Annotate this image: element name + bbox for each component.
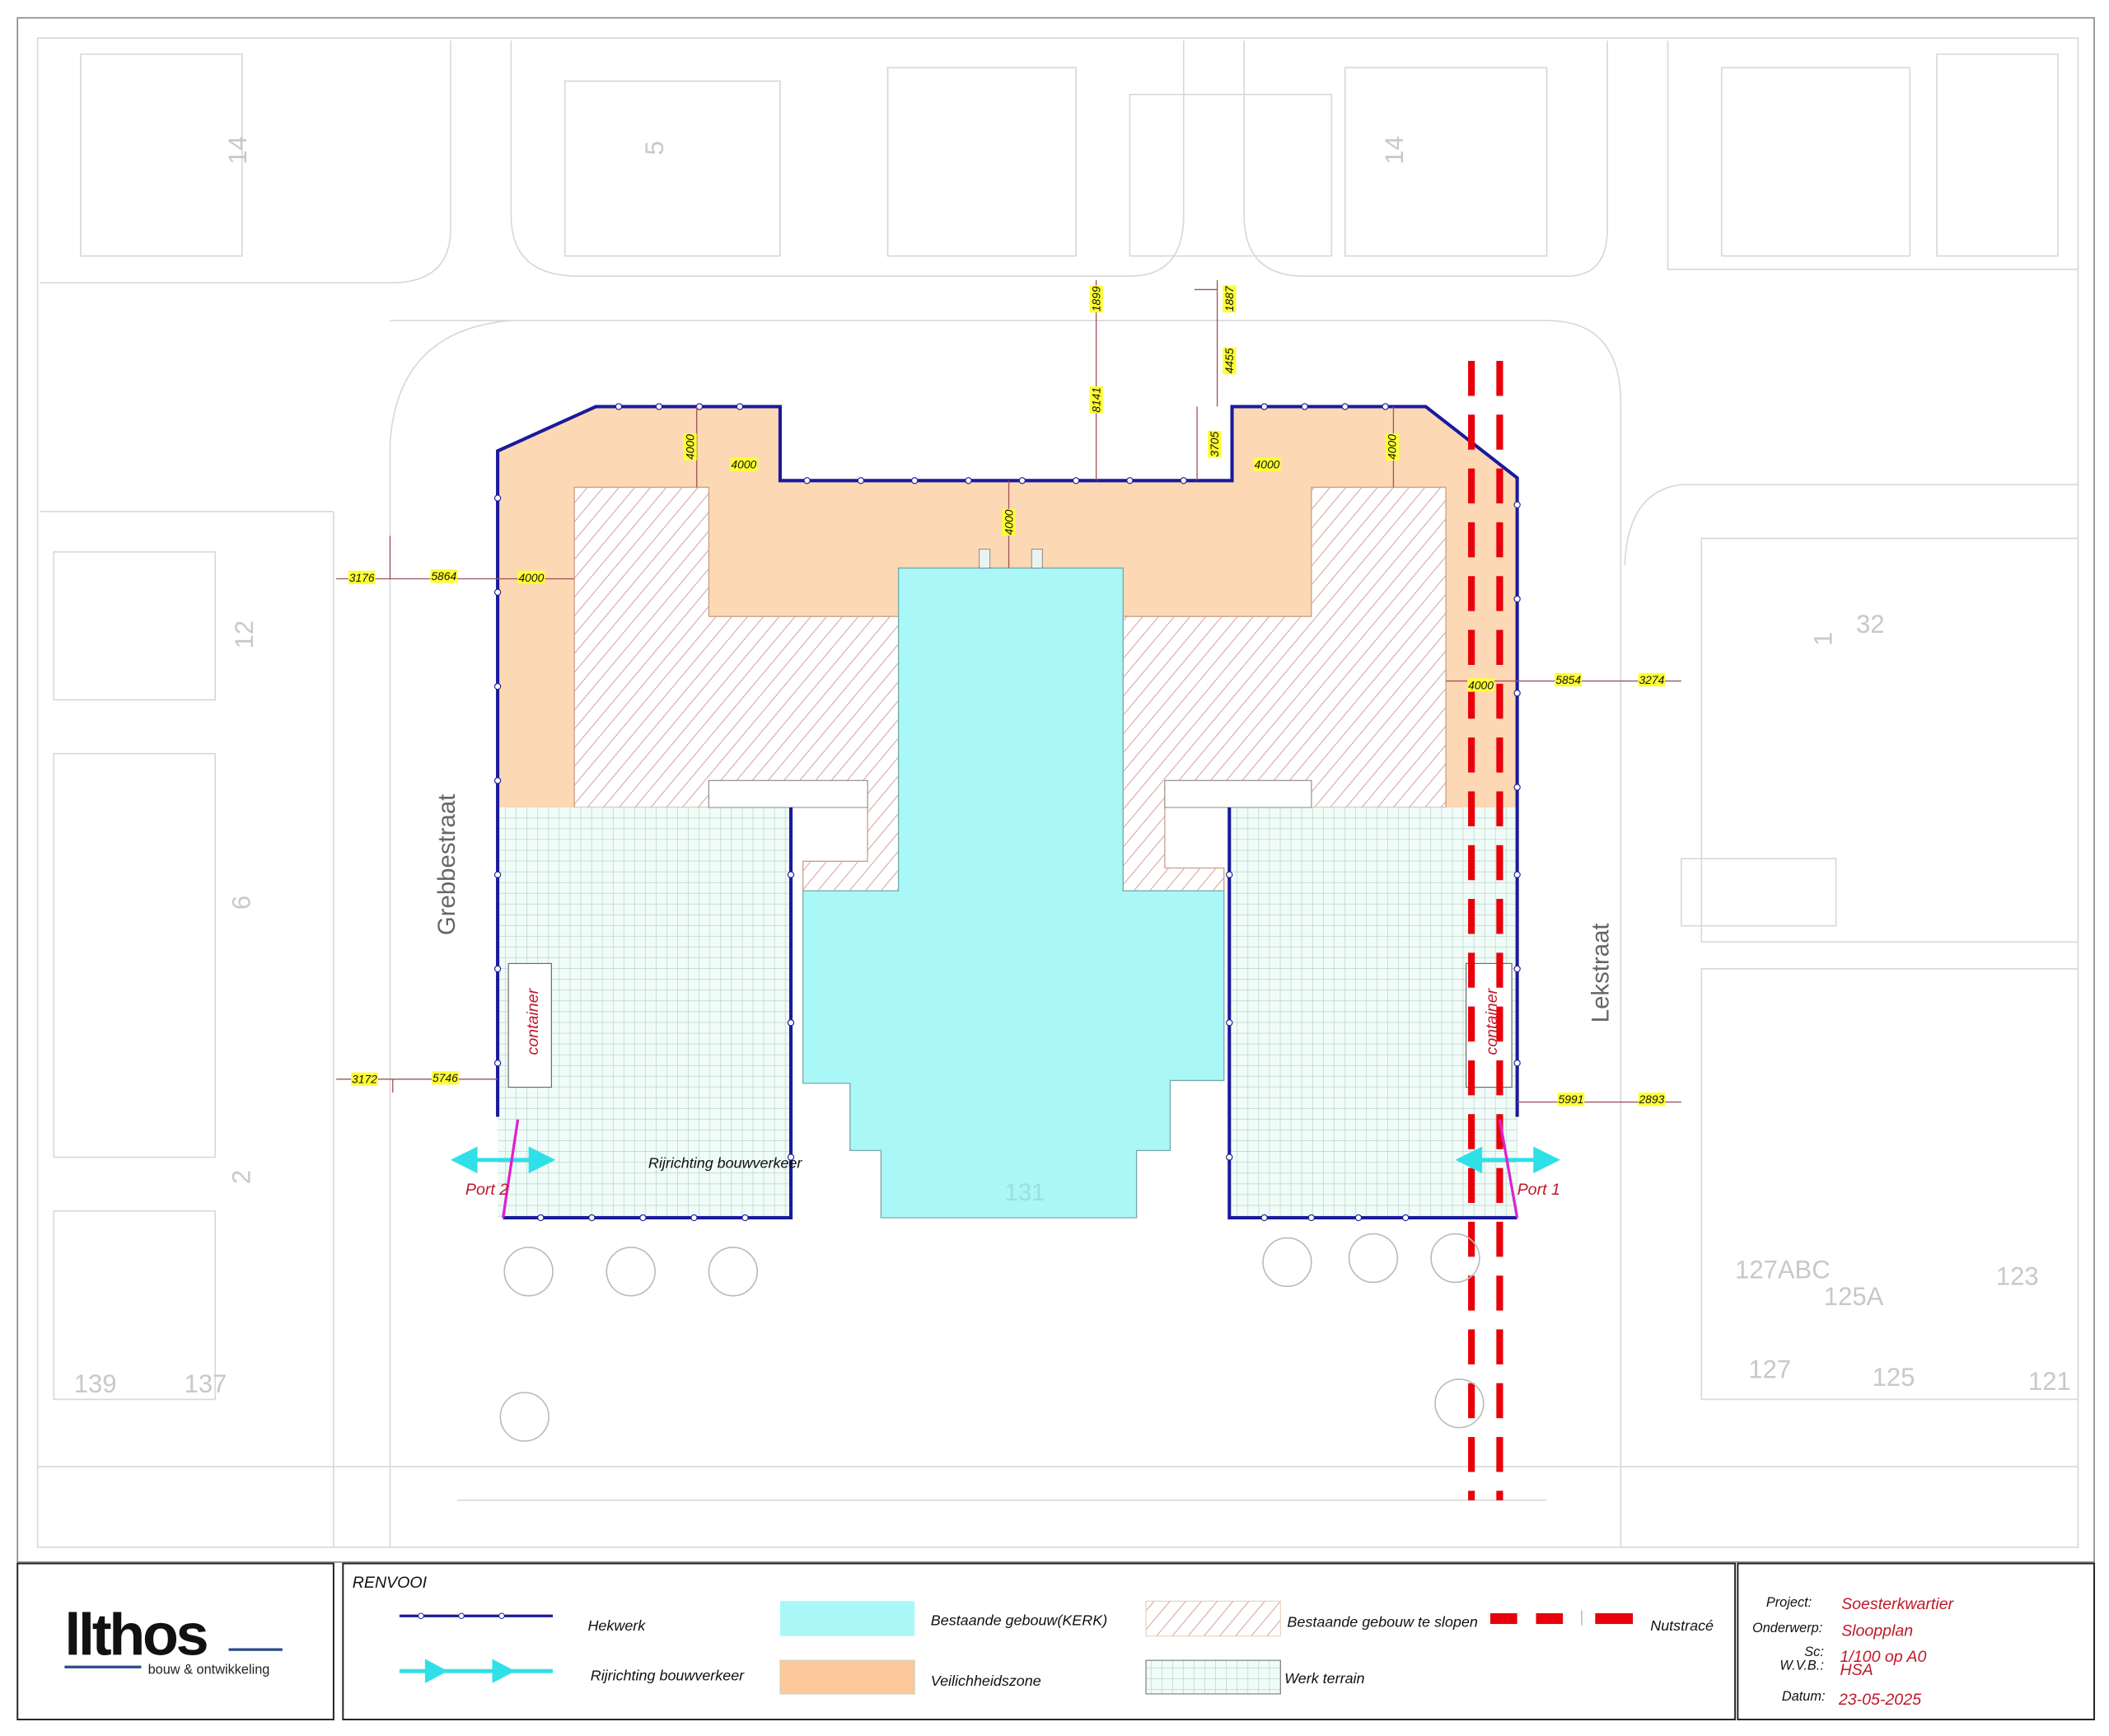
svg-text:5854: 5854 — [1555, 673, 1581, 686]
svg-text:5746: 5746 — [433, 1071, 458, 1084]
project-value: Soesterkwartier — [1841, 1595, 1954, 1613]
svg-text:123: 123 — [1996, 1262, 2039, 1291]
project-label: Project: — [1766, 1595, 1812, 1610]
svg-text:1899: 1899 — [1090, 286, 1103, 311]
svg-text:5864: 5864 — [431, 569, 456, 583]
svg-text:4000: 4000 — [731, 458, 756, 471]
fence-posts — [493, 403, 1521, 1222]
svg-text:5991: 5991 — [1559, 1093, 1584, 1106]
port-1-label: Port 1 — [1517, 1181, 1560, 1199]
legend-item-work-terrain: Werk terrain — [1145, 1659, 1365, 1695]
date-value: 23-05-2025 — [1838, 1691, 1921, 1709]
svg-text:Werk terrain: Werk terrain — [1284, 1670, 1364, 1687]
legend-item-utility: Nutstracé — [1489, 1610, 1714, 1634]
svg-text:Nutstracé: Nutstracé — [1650, 1617, 1714, 1634]
info-block: Project: Onderwerp: Sc: W.V.B.: Datum: S… — [1737, 1562, 2096, 1720]
logo-wordmark: llthos — [64, 1603, 206, 1668]
legend-item-safety-zone: Veilichheidszone — [779, 1659, 1041, 1695]
svg-text:4000: 4000 — [1386, 434, 1399, 460]
svg-text:3172: 3172 — [352, 1073, 377, 1086]
svg-text:container: container — [524, 987, 542, 1055]
scale-value: 1/100 op A0 — [1840, 1648, 1926, 1666]
svg-text:14: 14 — [1380, 136, 1409, 165]
svg-text:Rijrichting bouwverkeer: Rijrichting bouwverkeer — [591, 1668, 745, 1684]
legend-item-demolition: Bestaande gebouw te slopen — [1145, 1600, 1478, 1637]
svg-text:8141: 8141 — [1090, 387, 1103, 413]
port-2-label: Port 2 — [465, 1181, 508, 1199]
logo-tagline: bouw & ontwikkeling — [148, 1662, 270, 1677]
svg-text:6: 6 — [227, 896, 256, 910]
legend-item-church: Bestaande gebouw(KERK) — [779, 1601, 1107, 1636]
svg-text:4000: 4000 — [518, 571, 544, 584]
wvb-label: W.V.B.: — [1779, 1659, 1823, 1673]
subject-label: Onderwerp: — [1752, 1621, 1822, 1635]
svg-text:Hekwerk: Hekwerk — [587, 1617, 646, 1634]
svg-text:4000: 4000 — [683, 434, 696, 460]
svg-text:139: 139 — [74, 1369, 117, 1398]
svg-text:4455: 4455 — [1223, 348, 1236, 373]
traffic-label: Rijrichting bouwverkeer — [648, 1155, 802, 1172]
svg-text:121: 121 — [2028, 1367, 2071, 1396]
svg-text:4000: 4000 — [1255, 458, 1280, 471]
dimension-labels: 1899 1887 4455 8141 3705 4000 4000 4000 … — [348, 285, 1666, 1107]
svg-text:12: 12 — [230, 620, 259, 649]
traffic-arrow-left — [450, 1119, 556, 1219]
wvb-value: HSA — [1840, 1661, 1873, 1679]
container-left: container — [507, 962, 552, 1088]
svg-text:Bestaande gebouw te slopen: Bestaande gebouw te slopen — [1287, 1613, 1477, 1630]
legend-title: RENVOOI — [353, 1574, 428, 1592]
svg-text:5: 5 — [640, 141, 669, 155]
utility-route — [1468, 360, 1503, 1500]
house-numbers: 14 5 14 12 6 2 1 32 127ABC 125A 123 127 … — [74, 136, 2071, 1398]
structure-left — [708, 779, 868, 808]
existing-church — [802, 567, 1225, 1219]
svg-text:127: 127 — [1748, 1355, 1791, 1383]
legend-item-fence: Hekwerk — [399, 1612, 646, 1634]
svg-text:3274: 3274 — [1639, 673, 1664, 686]
svg-text:2893: 2893 — [1638, 1093, 1664, 1106]
svg-text:2: 2 — [227, 1170, 256, 1184]
trees — [499, 1233, 1485, 1442]
street-lekstraat: Lekstraat — [1588, 923, 1615, 1022]
svg-text:32: 32 — [1856, 610, 1885, 639]
scale-label: Sc: — [1804, 1645, 1824, 1659]
svg-text:4000: 4000 — [1002, 509, 1015, 535]
svg-text:125: 125 — [1873, 1363, 1915, 1392]
street-grebbestraat: Grebbestraat — [433, 794, 461, 935]
svg-text:3176: 3176 — [349, 571, 375, 584]
svg-text:Veilichheidszone: Veilichheidszone — [931, 1673, 1041, 1689]
building-number: 131 — [1005, 1179, 1045, 1206]
background-context — [36, 37, 2079, 1548]
svg-text:1: 1 — [1809, 632, 1838, 646]
logo-box: llthos bouw & ontwikkeling — [16, 1562, 334, 1720]
date-label: Datum: — [1782, 1689, 1826, 1704]
church-annex — [979, 549, 991, 569]
svg-text:137: 137 — [185, 1369, 227, 1398]
svg-text:1887: 1887 — [1223, 285, 1236, 311]
legend-item-traffic: Rijrichting bouwverkeer — [399, 1659, 745, 1684]
svg-text:127ABC: 127ABC — [1735, 1255, 1831, 1284]
traffic-arrow-right — [1455, 1119, 1560, 1219]
subject-value: Sloopplan — [1841, 1622, 1913, 1640]
church-annex — [1031, 549, 1043, 569]
svg-text:125A: 125A — [1824, 1282, 1884, 1311]
legend: RENVOOI Hekwerk Rijrichting bouwverkeer … — [342, 1562, 1737, 1720]
svg-text:3705: 3705 — [1208, 432, 1221, 457]
svg-text:14: 14 — [223, 136, 252, 165]
structure-right — [1164, 779, 1312, 808]
svg-text:4000: 4000 — [1468, 678, 1494, 691]
svg-text:Bestaande gebouw(KERK): Bestaande gebouw(KERK) — [931, 1612, 1107, 1629]
